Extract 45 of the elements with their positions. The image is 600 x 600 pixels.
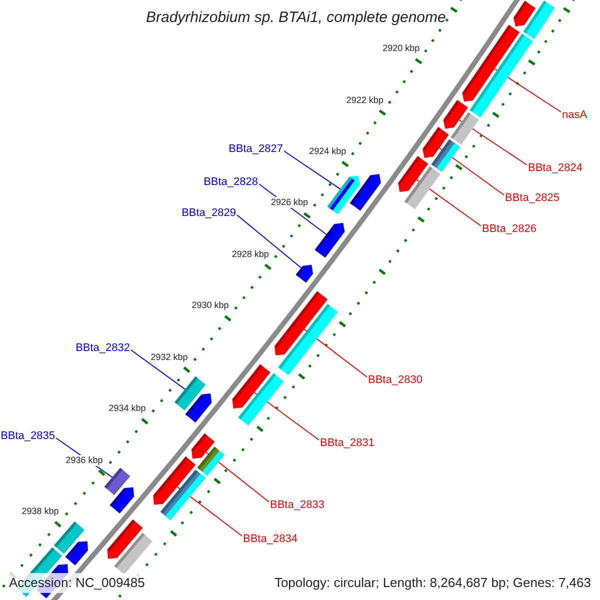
leader-line	[206, 452, 270, 502]
gene-feature	[110, 487, 134, 514]
gene-feature	[65, 541, 88, 566]
title: Bradyrhizobium sp. BTAi1, complete genome	[146, 8, 446, 28]
gene-bar	[404, 166, 440, 210]
gene-bar	[470, 34, 533, 118]
gene-label: BBta_2830	[368, 373, 422, 387]
tick-label: 2924 kbp	[309, 146, 346, 157]
gene-label: BBta_2833	[270, 498, 324, 512]
gene-feature	[327, 176, 360, 214]
gene-feature	[314, 222, 345, 258]
tick-label: 2936 kbp	[66, 454, 103, 466]
gene-label: nasA	[562, 108, 588, 122]
tick-label: 2938 kbp	[22, 506, 59, 518]
tick-label: 2934 kbp	[108, 403, 146, 414]
gene-label: BBta_2835	[0, 429, 55, 443]
gene-bar	[523, 0, 555, 40]
accession-text: Accession: NC_009485	[9, 573, 145, 592]
tick-label: 2920 kbp	[382, 43, 420, 54]
gene-label: BBta_2825	[505, 191, 560, 205]
gene-bar	[114, 532, 152, 574]
leader-line	[284, 150, 341, 190]
gene-label: BBta_2831	[320, 436, 374, 450]
leader-line	[236, 214, 302, 268]
leader-line	[130, 350, 186, 390]
gene-label: BBta_2827	[228, 142, 283, 156]
gene-bar	[160, 470, 206, 520]
gene-feature	[232, 364, 270, 408]
gene-label: BBta_2834	[243, 532, 298, 546]
gene-label: BBta_2828	[204, 175, 258, 189]
gene-feature	[185, 394, 212, 423]
tick-label: 2932 kbp	[150, 352, 188, 363]
gene-feature	[296, 264, 313, 283]
gene-label: BBta_2826	[482, 222, 536, 236]
tick-label: 2930 kbp	[192, 300, 229, 312]
gene-label: BBta_2829	[182, 206, 236, 220]
tick-label: 2928 kbp	[232, 248, 269, 260]
gene-bar	[431, 139, 460, 172]
gene-bar	[278, 304, 338, 376]
gene-bar	[197, 446, 225, 476]
gene-label: BBta_2832	[76, 341, 130, 355]
tick-label: 2922 kbp	[346, 94, 384, 106]
tick-label: 2926 kbp	[270, 197, 308, 208]
gene-bar	[450, 112, 479, 145]
gene-label: BBta_2824	[528, 161, 582, 175]
